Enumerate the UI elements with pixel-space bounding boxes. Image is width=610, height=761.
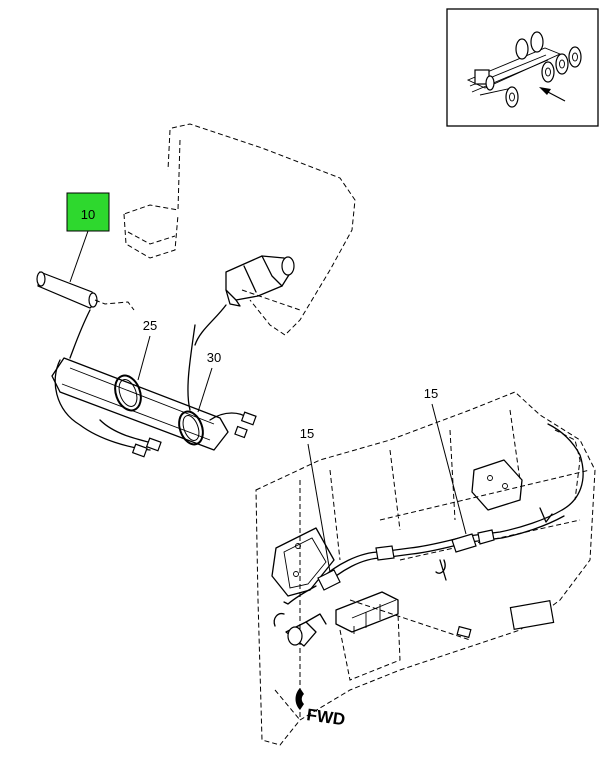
- sensor-connector: [225, 255, 295, 307]
- elbow-fitting: [273, 612, 327, 647]
- callout-30-label: 30: [207, 350, 221, 365]
- fwd-label: FWD: [305, 705, 346, 729]
- frame-crossmember: [255, 391, 596, 746]
- fwd-arrow-icon: [295, 688, 304, 710]
- conduit-sleeve: [36, 271, 98, 309]
- clamp-25: [114, 374, 142, 412]
- bracket-plate: [471, 459, 523, 511]
- callout-25-label: 25: [143, 318, 157, 333]
- forward-arrow-icon: [539, 87, 566, 102]
- mounting-bracket: [123, 123, 356, 336]
- sensor-cable: [283, 423, 584, 605]
- callout-10-label: 10: [81, 207, 95, 222]
- clamp-30: [178, 410, 204, 446]
- locator-inset: [446, 8, 599, 127]
- callout-10: 10: [66, 192, 110, 283]
- harness-lead: [94, 299, 135, 311]
- callout-15-right-label: 15: [424, 386, 438, 401]
- truck-chassis-locator-icon: [466, 31, 582, 108]
- fwd-indicator: FWD: [295, 688, 346, 729]
- callout-25: 25: [137, 318, 157, 381]
- callout-15-right: 15: [424, 386, 467, 535]
- small-terminal: [456, 599, 555, 639]
- connector-block: [335, 591, 401, 681]
- callout-15-left: 15: [300, 426, 331, 573]
- harness-bundle: [51, 304, 257, 458]
- callout-15-left-label: 15: [300, 426, 314, 441]
- callout-30: 30: [197, 350, 221, 413]
